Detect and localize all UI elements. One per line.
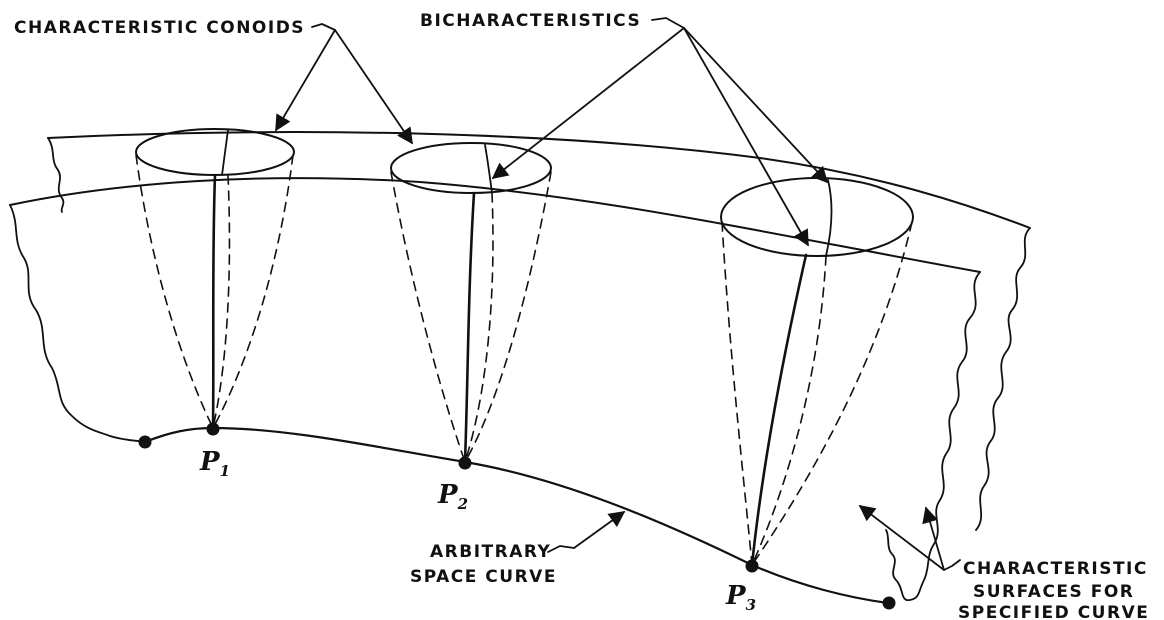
point-p3 — [745, 559, 759, 573]
characteristic-surfaces-label-line1: CHARACTERISTIC — [963, 559, 1148, 579]
right-torn-edge-upper — [975, 227, 1031, 531]
point-p1 — [206, 422, 220, 436]
surfaces-arrow-1 — [858, 505, 945, 571]
bichar-arrow-3 — [683, 27, 829, 184]
characteristic-conoids-label: CHARACTERISTIC CONOIDS — [14, 18, 305, 38]
conoids-leader — [311, 23, 336, 31]
bicharacteristics-label: BICHARACTERISTICS — [420, 11, 641, 31]
characteristic-surfaces-label-line3: SPECIFIED CURVE — [958, 603, 1149, 620]
conoids-arrow-2 — [334, 29, 413, 145]
p3-label: P3 — [725, 581, 756, 614]
bicharacteristics-leader — [651, 17, 685, 29]
p2-label: P2 — [437, 480, 468, 513]
conoid-1 — [135, 128, 295, 430]
endpoint-right — [882, 596, 896, 610]
space-curve-leader — [547, 545, 575, 553]
surfaces-arrow-2 — [922, 506, 945, 571]
p1-label: P1 — [199, 447, 230, 480]
left-torn-edge-lower — [9, 204, 146, 443]
arbitrary-space-curve-label-line1: ARBITRARY — [430, 542, 551, 562]
arbitrary-space-curve-label-line2: SPACE CURVE — [410, 567, 557, 587]
surfaces-leader — [943, 559, 961, 571]
conoid-3 — [720, 177, 914, 567]
conoid-2 — [390, 142, 552, 464]
space-curve-arrow — [573, 511, 626, 549]
left-torn-edge-upper — [47, 137, 65, 213]
characteristic-surfaces-label-line2: SURFACES FOR — [973, 582, 1134, 602]
conoids-arrow-1 — [275, 29, 336, 132]
endpoint-left — [138, 435, 152, 449]
right-torn-edge-lower — [885, 271, 981, 601]
bichar-arrow-1 — [491, 27, 685, 180]
point-p2 — [458, 456, 472, 470]
bichar-arrow-2 — [683, 27, 809, 247]
upper-surface-back-edge — [47, 131, 1031, 229]
